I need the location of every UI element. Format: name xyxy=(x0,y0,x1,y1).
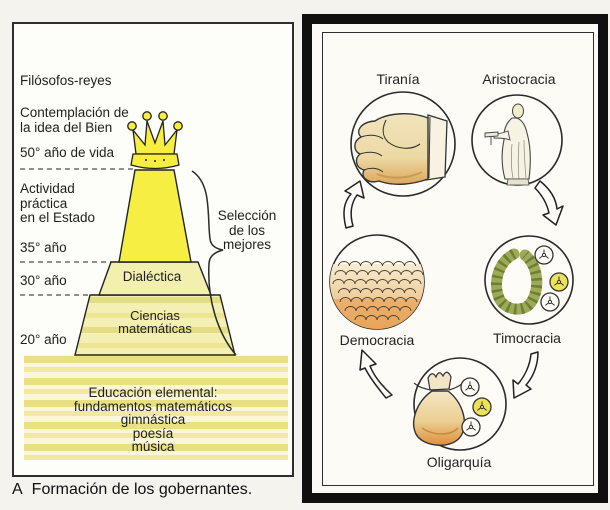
label-democracia: Democracia xyxy=(339,332,415,348)
fist-icon xyxy=(354,113,448,186)
label-educacion: Educación elemental: fundamentos matemát… xyxy=(73,385,233,454)
label-edad-30: 30° año xyxy=(20,273,67,288)
label-filosofos-reyes: Filósofos-reyes xyxy=(20,73,112,88)
figure-caption-text: Formación de los gobernantes. xyxy=(31,481,253,498)
label-tirania: Tiranía xyxy=(376,71,420,87)
crowd-icon xyxy=(330,261,424,330)
label-aristocracia: Aristocracia xyxy=(482,71,556,87)
label-ciencias: Ciencias matemáticas xyxy=(118,308,192,336)
arrow-timocracia-to-oligarquia xyxy=(512,351,539,399)
label-contemplacion: Contemplación de la idea del Bien xyxy=(20,105,129,135)
arrow-democracia-to-tirania xyxy=(343,180,365,229)
label-oligarquia: Oligarquía xyxy=(426,454,492,470)
formation-pyramid-panel xyxy=(12,22,294,477)
money-bag-coins-icon xyxy=(413,371,492,446)
figure-caption: A Formación de los gobernantes. xyxy=(12,481,302,499)
label-seleccion-mejores: Selección de los mejores xyxy=(217,208,277,252)
pyramid-drawing xyxy=(20,111,288,460)
label-actividad: Actividad práctica en el Estado xyxy=(20,181,96,225)
selection-brace xyxy=(191,170,237,356)
arrow-aristocracia-to-timocracia xyxy=(534,180,564,226)
label-edad-50: 50° año de vida xyxy=(20,145,114,160)
label-edad-20: 20° año xyxy=(20,332,67,347)
figure-letter: A xyxy=(12,481,23,498)
age-dashed-lines xyxy=(20,168,134,296)
arrow-oligarquia-to-democracia xyxy=(359,349,393,399)
label-timocracia: Timocracia xyxy=(493,330,561,346)
statue-icon xyxy=(484,103,531,186)
pyramid-level-elemental xyxy=(24,355,288,460)
label-edad-35: 35° año xyxy=(20,240,67,255)
label-dialectica: Dialéctica xyxy=(122,269,182,284)
crown-icon xyxy=(127,111,183,170)
laurel-wreath-coins-icon xyxy=(491,245,569,315)
cycle-drawing xyxy=(329,91,574,451)
government-cycle-panel xyxy=(302,14,608,503)
oligarquia-coins xyxy=(460,377,492,437)
timocracia-coins xyxy=(534,245,569,312)
pyramid-top-column xyxy=(118,169,192,263)
